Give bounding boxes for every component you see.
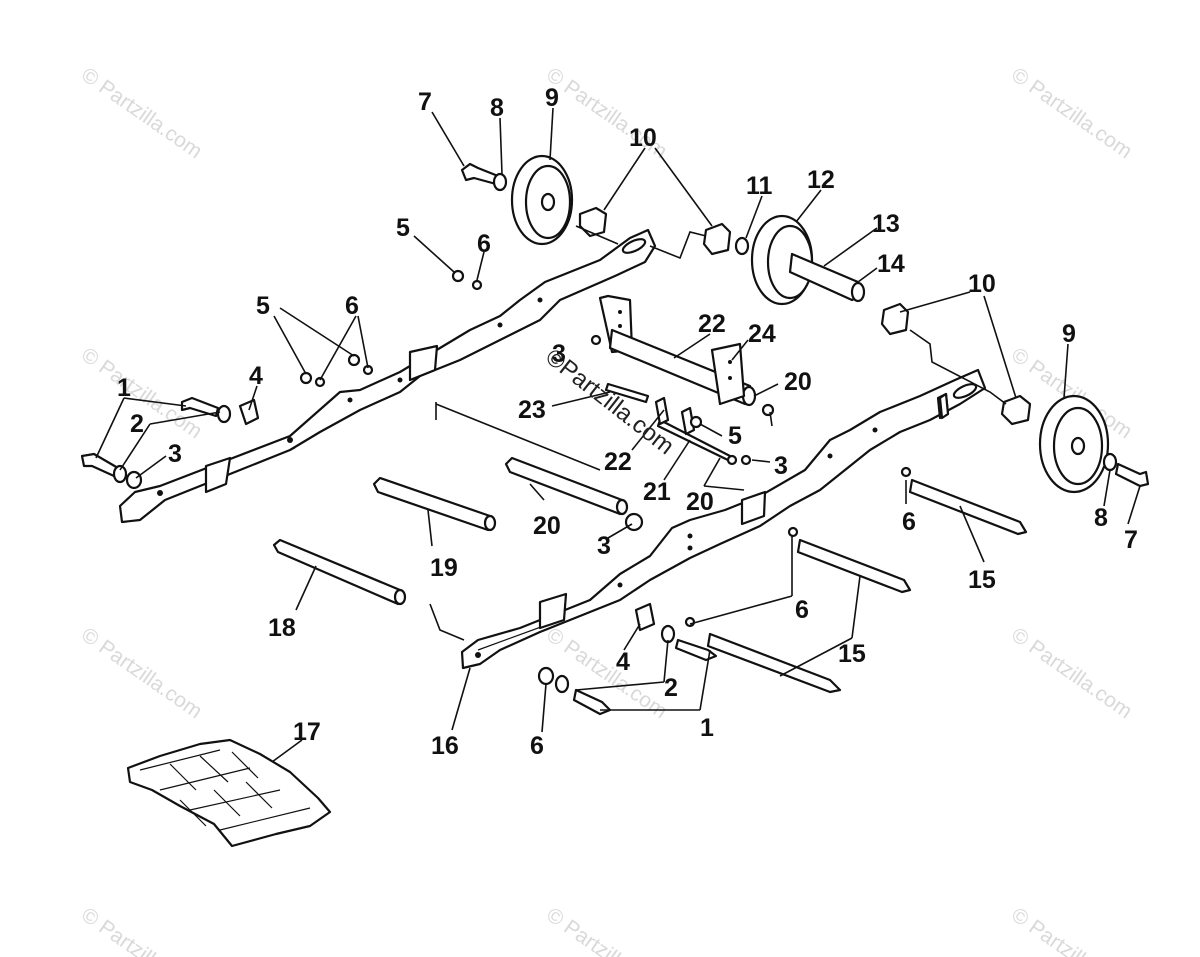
- callout-15-bottom: 15: [838, 640, 866, 668]
- callout-5-top: 5: [396, 214, 410, 242]
- left-slide-rail: [118, 228, 657, 524]
- callout-15-top: 15: [968, 566, 996, 594]
- watermark-bottom-right: © Partzilla.com: [1007, 903, 1136, 957]
- callout-8-right: 8: [1094, 504, 1108, 532]
- callout-6-bottom: 6: [530, 732, 544, 760]
- callout-1-left: 1: [117, 374, 131, 402]
- callout-21: 21: [643, 478, 671, 506]
- callout-24: 24: [748, 320, 776, 348]
- leader-lines: [95, 107, 1141, 763]
- callout-12: 12: [807, 166, 835, 194]
- callout-19: 19: [430, 554, 458, 582]
- callout-23: 23: [518, 396, 546, 424]
- callout-8-top: 8: [490, 94, 504, 122]
- watermark-top-right: © Partzilla.com: [1007, 63, 1136, 163]
- callout-13: 13: [872, 210, 900, 238]
- callout-18: 18: [268, 614, 296, 642]
- callout-22-top: 22: [698, 310, 726, 338]
- callout-6-top: 6: [477, 230, 491, 258]
- callout-3-tube: 3: [597, 532, 611, 560]
- callout-16: 16: [431, 732, 459, 760]
- callout-6-right: 6: [902, 508, 916, 536]
- cross-tube-19: [372, 476, 497, 532]
- callout-20-center: 20: [686, 488, 714, 516]
- track-section-17: [126, 738, 332, 848]
- callout-10-right: 10: [968, 270, 996, 298]
- center-shaft-assembly: [598, 294, 757, 464]
- callout-7-top: 7: [418, 88, 432, 116]
- callout-22-bottom: 22: [604, 448, 632, 476]
- watermark-bottom-center: © Partzilla.com: [542, 903, 671, 957]
- callout-9-top: 9: [545, 84, 559, 112]
- hardware: [80, 269, 950, 716]
- callout-3-center: 3: [552, 340, 566, 368]
- callout-6-lower: 6: [795, 596, 809, 624]
- callout-20-right: 20: [784, 368, 812, 396]
- callout-10-top: 10: [629, 124, 657, 152]
- callout-3-center-right: 3: [774, 452, 788, 480]
- watermark-low-left: © Partzilla.com: [77, 623, 206, 723]
- callout-9-right: 9: [1062, 320, 1076, 348]
- callout-5-left: 5: [256, 292, 270, 320]
- callout-2-right: 2: [664, 674, 678, 702]
- callout-4-right: 4: [616, 648, 630, 676]
- cross-tube-20: [504, 456, 629, 516]
- callout-3-left: 3: [168, 440, 182, 468]
- callout-1-right: 1: [700, 714, 714, 742]
- callout-17: 17: [293, 718, 321, 746]
- watermark-bottom-left: © Partzilla.com: [77, 903, 206, 957]
- callout-5-center: 5: [728, 422, 742, 450]
- callout-6-left: 6: [345, 292, 359, 320]
- callout-14: 14: [877, 250, 905, 278]
- callout-11: 11: [746, 172, 773, 200]
- callout-7-right: 7: [1124, 526, 1138, 554]
- watermark-low-right: © Partzilla.com: [1007, 623, 1136, 723]
- callout-20-tube: 20: [533, 512, 561, 540]
- long-bolts-15: [706, 478, 1028, 694]
- callout-labels: 7 8 9 10 11 12 13 14 5 6 10 9 5 6 22 24 …: [117, 84, 1138, 760]
- watermark-top-left: © Partzilla.com: [77, 63, 206, 163]
- rear-axle-assembly: [460, 154, 1150, 494]
- callout-2-left: 2: [130, 410, 144, 438]
- front-cross-shaft-18: [272, 538, 407, 606]
- callout-4-left: 4: [249, 362, 263, 390]
